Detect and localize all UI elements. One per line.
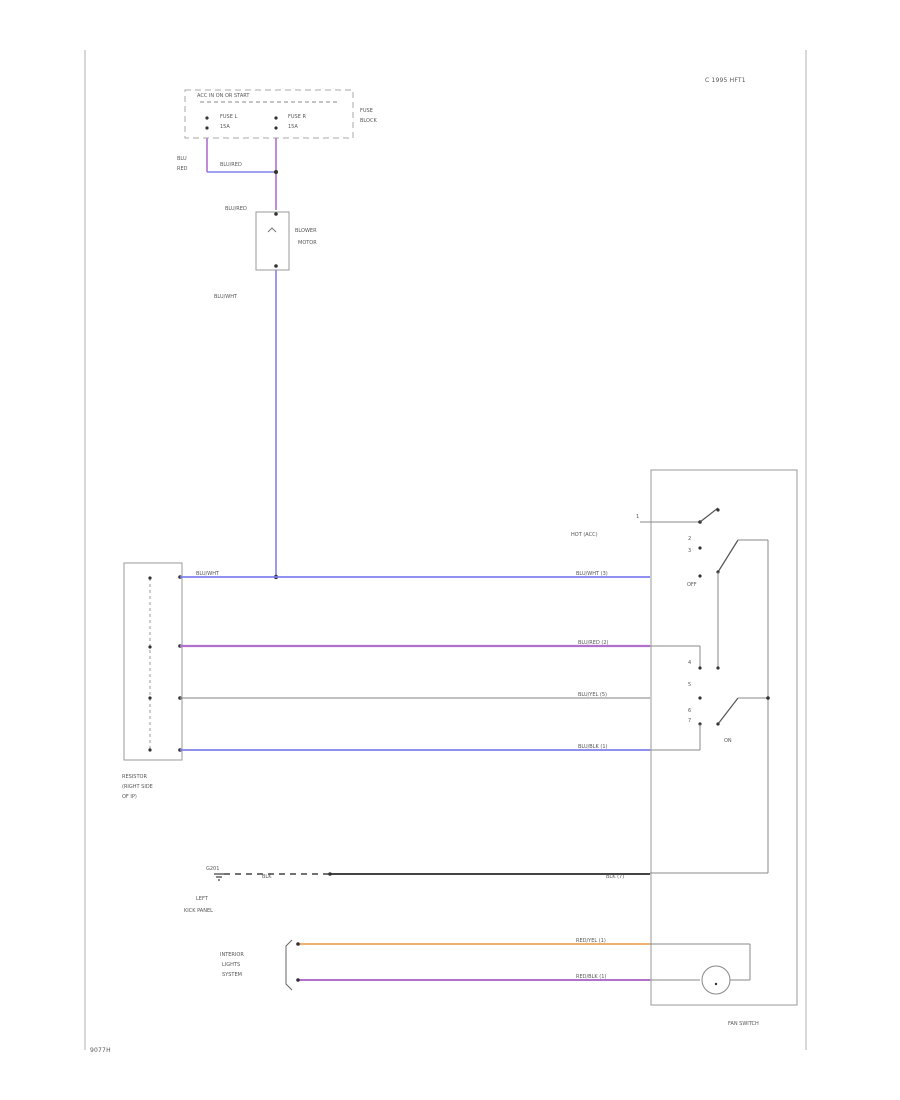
interior-lights: INTERIOR LIGHTS SYSTEM RED/YEL (1) RED/B…	[220, 938, 751, 995]
ground-dot	[328, 872, 332, 876]
fuse-block: ACC IN ON OR START FUSE L 15A FUSE R 15A…	[184, 89, 377, 139]
fan-switch-box	[650, 469, 798, 1006]
resistor-terminal-2	[148, 645, 152, 649]
interior-switch-label-1: RED/YEL (1)	[576, 938, 606, 944]
switch-row-label-3: BLU/YEL (5)	[578, 692, 607, 698]
wire-label-blu-wht-vertical: BLU/WHT	[214, 294, 238, 300]
resistor-terminal-1	[148, 576, 152, 580]
fan-switch-term-5: 5	[688, 682, 691, 688]
fan-switch-on-label: ON	[724, 738, 732, 744]
fan-switch-contact-2	[698, 546, 702, 550]
ground-circuit: G201 BLK LEFT KICK PANEL BLK (7)	[184, 866, 768, 914]
fan-switch-contact-7	[698, 696, 702, 700]
fan-switch-term-1: 1	[636, 514, 639, 520]
fuse-right-amp: 15A	[288, 124, 298, 130]
switch-row-label-4: BLU/BLK (1)	[578, 744, 608, 750]
fan-switch-off-label: OFF	[687, 582, 697, 588]
ground-label-2: KICK PANEL	[184, 908, 213, 914]
fuse-block-header: ACC IN ON OR START	[197, 93, 250, 99]
fan-switch-contact-8	[716, 722, 720, 726]
fan-switch-label: FAN SWITCH	[728, 1021, 759, 1027]
fan-switch-term-2: 2	[688, 536, 691, 542]
interior-switch-label-2: RED/BLK (1)	[576, 974, 606, 980]
fan-switch-blade-1	[699, 507, 719, 523]
blower-motor-box	[255, 211, 290, 271]
fuse-right-label: FUSE R	[288, 114, 306, 120]
fuse-right-terminal-2	[274, 126, 278, 130]
blower-motor-label-1: BLOWER	[295, 228, 317, 234]
fuse-block-label-2: BLOCK	[360, 118, 377, 124]
interior-label-1: INTERIOR	[220, 952, 244, 958]
interior-dot-1	[296, 942, 300, 946]
illumination-bulb	[701, 965, 731, 995]
ground-wire-label: BLK	[262, 874, 272, 880]
switch-row-label-2: BLU/RED (2)	[578, 640, 609, 646]
wire-label-blu-red-long: BLU/RED	[220, 162, 242, 168]
splice-dot-top	[274, 170, 278, 174]
fan-switch-contact-1	[716, 508, 720, 512]
wire-label-blu-red-motor: BLU/RED	[225, 206, 247, 212]
ground-switch-label: BLK (7)	[606, 874, 624, 880]
fan-switch-blade-2	[717, 539, 739, 573]
ground-symbol	[214, 873, 224, 881]
blower-motor-terminal-top	[274, 212, 278, 216]
fuse-right-terminal	[274, 116, 278, 120]
fuse-left-terminal-2	[205, 126, 209, 130]
fan-switch-term-6: 6	[688, 708, 691, 714]
interior-label-2: LIGHTS	[222, 962, 240, 968]
fan-switch-contact-9	[766, 696, 770, 700]
wire-label-blu: BLU	[177, 156, 187, 162]
fuse-left-terminal	[205, 116, 209, 120]
fuse-left-label: FUSE L	[220, 114, 237, 120]
ground-label-1: LEFT	[196, 896, 209, 902]
blower-motor-label-2: MOTOR	[298, 240, 317, 246]
fuse-left-amp: 15A	[220, 124, 230, 130]
fan-switch-term-4: 4	[688, 660, 691, 666]
switch-row-label-1: BLU/WHT (3)	[576, 571, 608, 577]
page-id-top: C 1995 HFT1	[705, 77, 746, 84]
interior-label-3: SYSTEM	[222, 972, 242, 978]
interior-dot-2	[296, 978, 300, 982]
resistor-label-2: (RIGHT SIDE	[122, 784, 153, 790]
fuse-block-label-1: FUSE	[360, 108, 373, 114]
fan-switch-contact-3	[698, 574, 702, 578]
blower-motor-symbol	[267, 227, 277, 233]
resistor: RESISTOR (RIGHT SIDE OF IP)	[122, 562, 183, 800]
ground-g-label: G201	[206, 866, 219, 872]
page-id-bottom: 9077H	[90, 1047, 111, 1054]
wire-label-resistor-top: BLU/WHT	[196, 571, 220, 577]
blower-motor-terminal-bottom	[274, 264, 278, 268]
resistor-label-3: OF IP)	[122, 794, 137, 800]
wire-label-red: RED	[177, 166, 188, 172]
interior-bracket	[285, 939, 293, 991]
fan-switch-term-7: 7	[688, 718, 691, 724]
fan-switch-contact-6	[698, 666, 702, 670]
fuse-block-outline	[184, 89, 354, 139]
fan-switch: FAN SWITCH HOT (ACC) OFF ON 1 2 3 4 5 6 …	[571, 469, 798, 1027]
resistor-box	[123, 562, 183, 761]
fan-switch-blade-3	[717, 697, 739, 725]
resistor-label-1: RESISTOR	[122, 774, 147, 780]
fan-switch-contact-5	[716, 666, 720, 670]
fan-switch-hot-label: HOT (ACC)	[571, 532, 598, 538]
illumination-bulb-center	[714, 982, 718, 986]
blower-motor: BLOWER MOTOR	[255, 211, 317, 271]
fan-switch-term-3: 3	[688, 548, 691, 554]
resistor-terminal-4	[148, 748, 152, 752]
resistor-terminal-3	[148, 696, 152, 700]
